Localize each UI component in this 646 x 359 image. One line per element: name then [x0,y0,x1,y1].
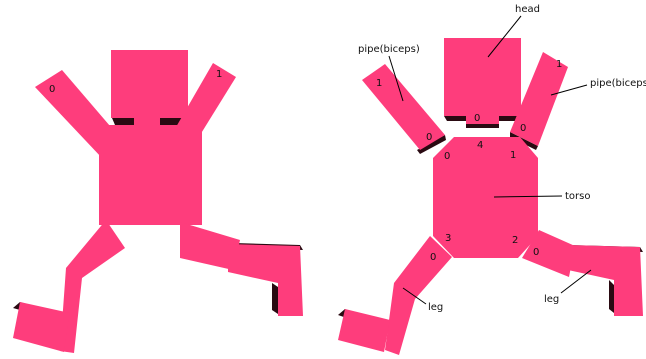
assembled-head [111,50,188,118]
left-pipe-top-index: 1 [376,78,382,89]
torso-index-bottom-right: 2 [512,235,518,246]
assembled-left-leg [60,220,125,353]
assembled-left-foot [13,302,70,352]
assembled-right-foot [228,244,303,316]
exploded-head-connector [466,108,499,124]
exploded-figure: head pipe(biceps) pipe(biceps) torso leg… [338,4,646,355]
torso-index-top-left: 0 [444,151,450,162]
torso-index-bottom-left: 3 [445,233,451,244]
right-pipe-label: pipe(biceps) [590,78,646,89]
exploded-right-foot [568,245,643,316]
left-pipe-label: pipe(biceps) [358,44,420,55]
torso-index-top-right: 1 [510,150,516,161]
left-pipe-bottom-index: 0 [426,132,432,143]
right-pipe-bottom-index: 0 [520,123,526,134]
exploded-left-leg [385,236,452,355]
assembled-figure: 0 1 [13,50,303,353]
exploded-left-pipe [362,64,445,150]
exploded-left-foot [338,309,390,352]
left-leg-index: 0 [430,252,436,263]
assembled-torso [99,125,202,225]
right-leg-label: leg [544,294,559,305]
right-foot-shadow [272,283,278,314]
right-pipe-top-index: 1 [556,59,562,70]
assembled-left-arm-index: 0 [49,84,55,95]
torso-index-top-center: 4 [477,140,483,151]
assembled-right-arm-index: 1 [216,69,222,80]
exploded-head [444,38,521,116]
head-label: head [515,4,540,15]
connector-index: 0 [474,113,480,124]
right-foot-shadow-exploded [609,280,614,313]
torso-label: torso [565,191,590,202]
right-leg-index: 0 [533,247,539,258]
connector-shadow [466,124,499,128]
left-leg-label: leg [428,302,443,313]
